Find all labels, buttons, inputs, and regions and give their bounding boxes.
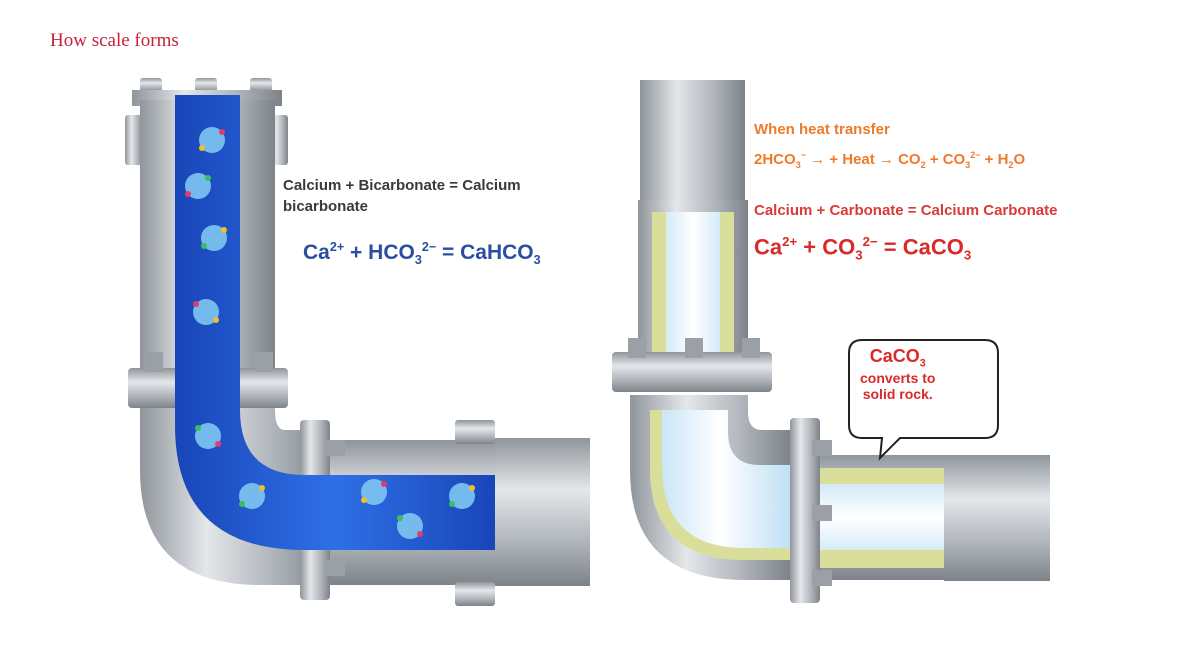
right-side-bolt [812,570,832,586]
scale-deposit [652,212,666,362]
right-flange-bolt [685,338,703,358]
right-side-bolt [812,505,832,521]
left-side-bolt [325,560,345,576]
right-side-bolt [812,440,832,456]
callout-bubble [848,339,999,461]
right-top-pipe [640,80,745,210]
heat-transfer-label: When heat transfer [754,121,890,138]
callout-line: converts to [860,369,936,386]
scale-deposit [812,468,944,484]
molecule [361,479,387,505]
right-flange-bolt [742,338,760,358]
right-formula: Ca2+ + CO32− = CaCO3 [754,234,972,263]
left-side-bolt [325,440,345,456]
right-flange-bolt [628,338,646,358]
molecule [449,483,475,509]
molecule [195,423,221,449]
right-side-flange [790,418,820,603]
molecule [193,299,219,325]
molecule [201,225,227,251]
left-clamp [125,115,143,165]
left-top-bolt [140,78,162,92]
right-pipe-end [944,455,1050,581]
callout-formula: CaCO3 [869,346,926,370]
left-flange-bolt [145,352,163,372]
scale-deposit [812,550,944,568]
left-clamp [455,582,495,606]
right-mid-flange [612,352,772,392]
left-top-bolt [195,78,217,92]
heat-equation: 2HCO3− → + Heat → CO2 + CO32− + H2O [754,150,1026,170]
right-word-equation: Calcium + Carbonate = Calcium Carbonate [754,202,1058,219]
left-flange-bolt [255,352,273,372]
callout-text: CaCO3 converts to solid rock. [860,346,935,402]
left-clamp [455,420,495,444]
molecule [239,483,265,509]
molecule [185,173,211,199]
right-elbow-interior [650,410,790,560]
right-pipe [612,80,1050,603]
left-formula: Ca2+ + HCO32− = CaHCO3 [303,240,541,268]
left-water [175,95,495,550]
diagram-title: How scale forms [50,30,179,51]
scale-deposit [720,212,734,362]
molecule [397,513,423,539]
left-top-bolt [250,78,272,92]
left-word-equation: Calcium + Bicarbonate = Calcium bicarbon… [283,177,521,215]
callout-line: solid rock. [862,385,933,402]
molecule [199,127,225,153]
left-pipe-end [495,438,590,586]
left-pipe [125,78,590,606]
